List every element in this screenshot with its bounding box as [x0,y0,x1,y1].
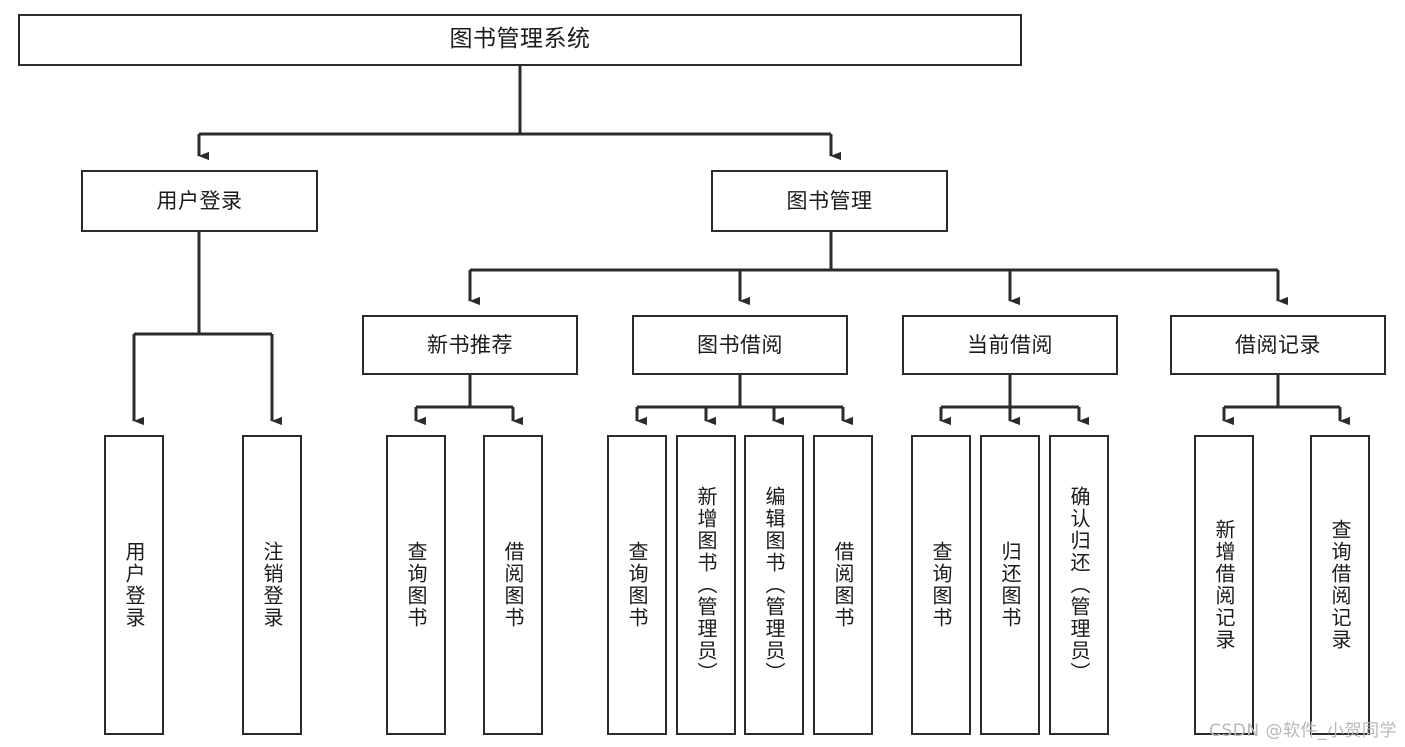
node-leaf-borrow-book-1[interactable]: 借阅图书 [483,435,543,735]
node-leaf-user-login[interactable]: 用户登录 [104,435,164,735]
node-borrow-record-label: 借阅记录 [1235,332,1321,357]
node-current-borrow-label: 当前借阅 [967,332,1053,357]
node-user-login[interactable]: 用户登录 [81,170,318,232]
node-leaf-add-record-label: 新增借阅记录 [1212,519,1236,651]
node-new-book-recommend-label: 新书推荐 [427,332,513,357]
node-leaf-edit-book[interactable]: 编辑图书（管理员） [744,435,804,735]
node-leaf-return-book[interactable]: 归还图书 [980,435,1040,735]
node-leaf-query-record[interactable]: 查询借阅记录 [1310,435,1370,735]
node-root[interactable]: 图书管理系统 [18,14,1022,66]
node-book-borrow[interactable]: 图书借阅 [632,315,848,375]
node-leaf-query-book-2[interactable]: 查询图书 [607,435,667,735]
node-current-borrow[interactable]: 当前借阅 [902,315,1118,375]
watermark-text: CSDN @软件_小贺同学 [1209,721,1397,741]
node-leaf-return-book-label: 归还图书 [998,541,1022,629]
node-leaf-add-book[interactable]: 新增图书（管理员） [676,435,736,735]
node-book-manage[interactable]: 图书管理 [711,170,948,232]
node-root-label: 图书管理系统 [449,26,591,53]
node-book-borrow-label: 图书借阅 [697,332,783,357]
node-leaf-confirm-return-label: 确认归还（管理员） [1067,486,1091,684]
node-leaf-add-record[interactable]: 新增借阅记录 [1194,435,1254,735]
node-book-manage-label: 图书管理 [786,188,873,213]
node-leaf-query-book-1[interactable]: 查询图书 [386,435,446,735]
node-leaf-query-book-2-label: 查询图书 [625,541,649,629]
node-new-book-recommend[interactable]: 新书推荐 [362,315,578,375]
node-leaf-logout-login-label: 注销登录 [260,541,284,629]
node-leaf-query-record-label: 查询借阅记录 [1328,519,1352,651]
node-leaf-logout-login[interactable]: 注销登录 [242,435,302,735]
node-leaf-add-book-label: 新增图书（管理员） [694,486,718,684]
node-leaf-edit-book-label: 编辑图书（管理员） [762,486,786,684]
node-leaf-query-book-1-label: 查询图书 [404,541,428,629]
node-leaf-borrow-book-2-label: 借阅图书 [831,541,855,629]
node-leaf-query-book-3-label: 查询图书 [929,541,953,629]
node-leaf-user-login-label: 用户登录 [122,541,146,629]
node-user-login-label: 用户登录 [156,188,243,213]
node-leaf-confirm-return[interactable]: 确认归还（管理员） [1049,435,1109,735]
node-leaf-borrow-book-1-label: 借阅图书 [501,541,525,629]
node-leaf-borrow-book-2[interactable]: 借阅图书 [813,435,873,735]
node-borrow-record[interactable]: 借阅记录 [1170,315,1386,375]
node-leaf-query-book-3[interactable]: 查询图书 [911,435,971,735]
